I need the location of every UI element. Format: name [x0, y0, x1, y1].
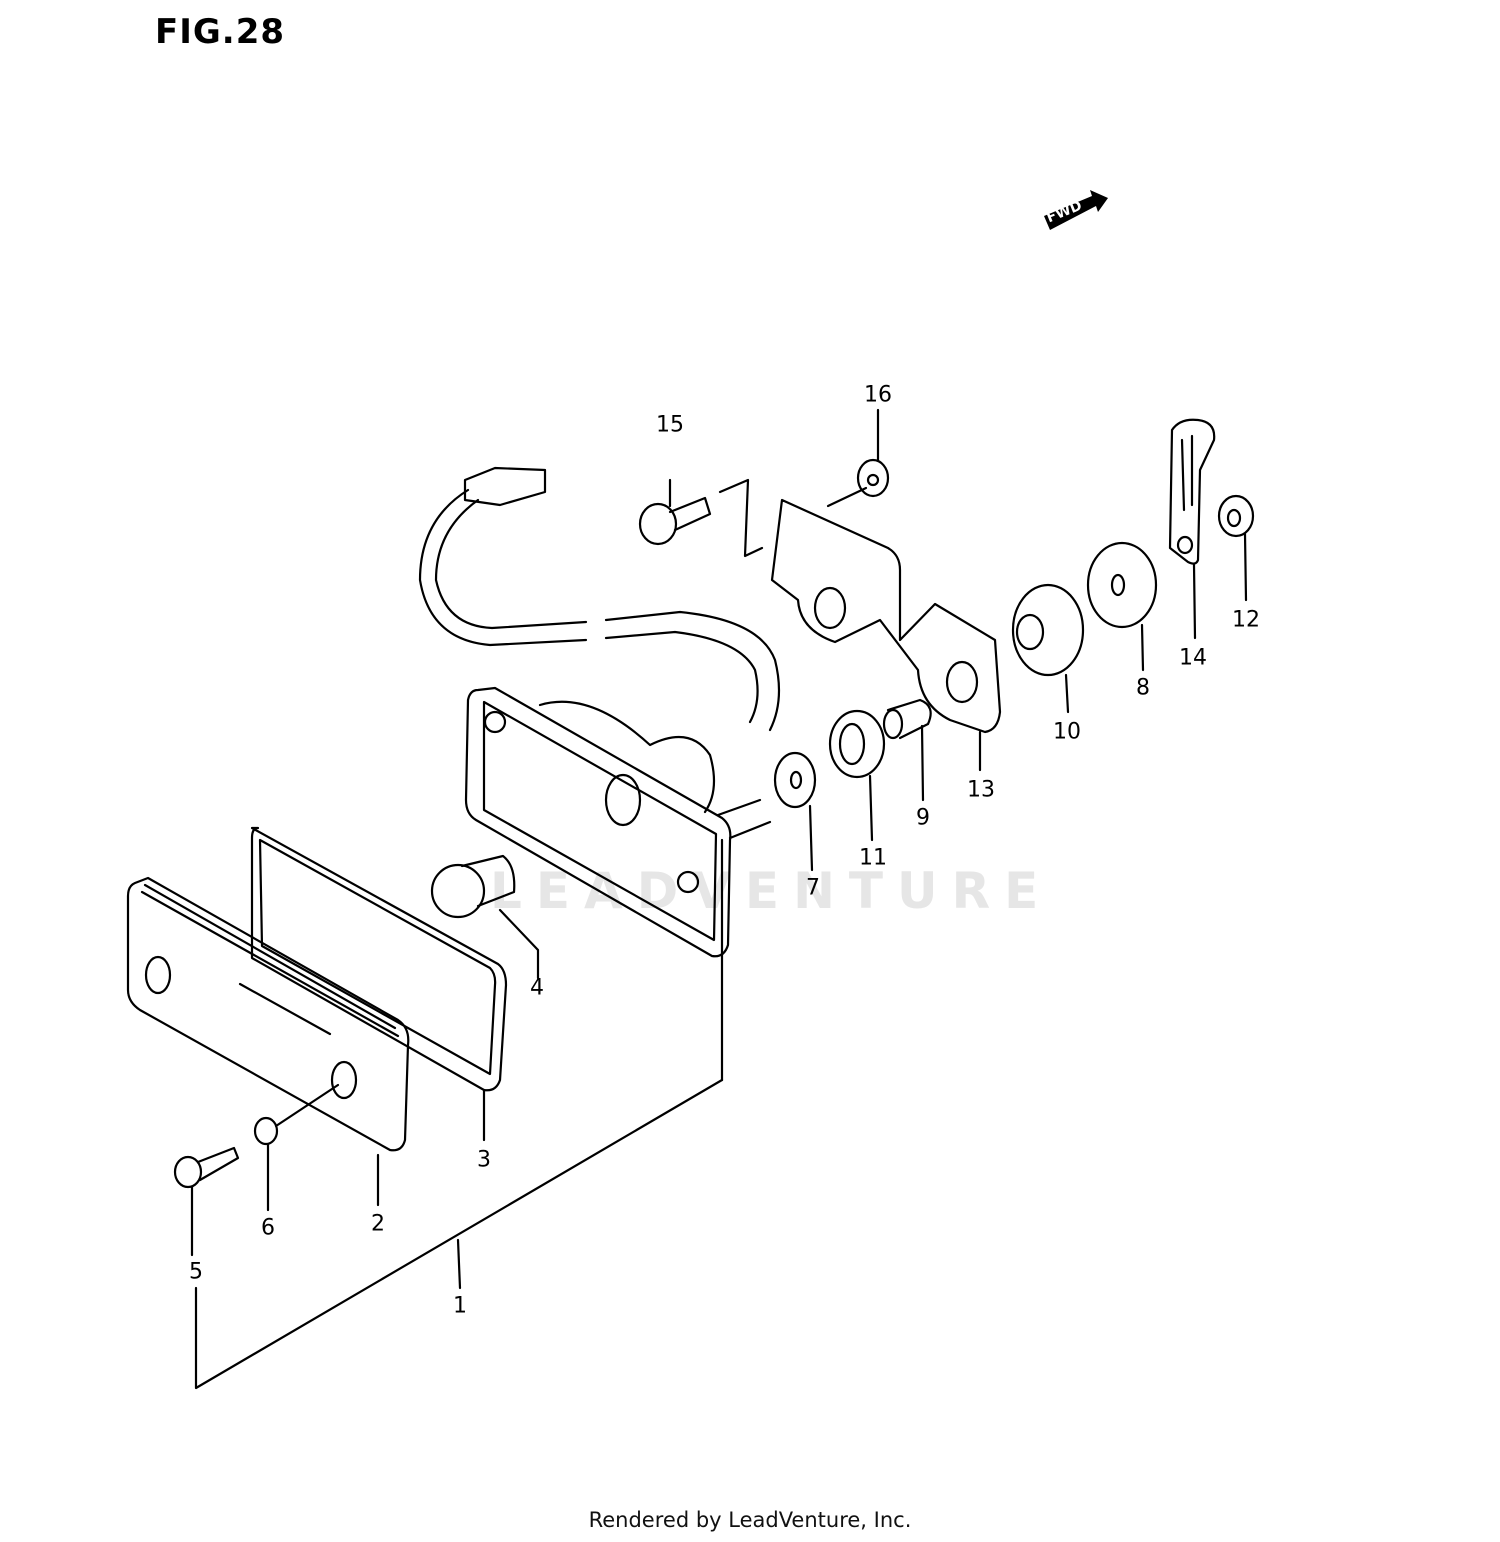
- callout-12: 12: [1232, 607, 1260, 633]
- callout-16: 16: [864, 382, 892, 408]
- grommet-part-11[interactable]: [828, 709, 886, 842]
- wire-harness[interactable]: [418, 466, 781, 732]
- callout-1: 1: [453, 1293, 467, 1319]
- strap-part-14[interactable]: [1168, 418, 1216, 640]
- callout-4: 4: [530, 975, 544, 1001]
- callout-8: 8: [1136, 675, 1150, 701]
- forward-arrow-icon: [1044, 190, 1108, 230]
- callout-2: 2: [371, 1211, 385, 1237]
- callout-7: 7: [806, 875, 820, 901]
- bracket-part-13[interactable]: [770, 498, 1002, 772]
- collar-part-9[interactable]: [882, 698, 932, 802]
- washer-part-6[interactable]: [253, 1083, 340, 1212]
- assembly-bracket-line: [194, 1078, 724, 1390]
- grommet-part-10[interactable]: [1011, 583, 1085, 714]
- watermark: LEADVENTURE: [490, 862, 1053, 920]
- nut-part-12[interactable]: [1217, 494, 1255, 602]
- bolt-part-15[interactable]: [638, 478, 764, 558]
- callout-9: 9: [916, 805, 930, 831]
- bulb-part-4[interactable]: [430, 854, 540, 980]
- nut-part-16[interactable]: [826, 408, 890, 508]
- screw-part-5[interactable]: [173, 1146, 240, 1257]
- callout-6: 6: [261, 1215, 275, 1241]
- washer-part-8[interactable]: [1086, 541, 1158, 672]
- callout-11: 11: [859, 845, 887, 871]
- leader-line-1: [456, 1238, 462, 1290]
- callout-13: 13: [967, 777, 995, 803]
- gasket-part-3[interactable]: [250, 826, 508, 1092]
- housing-assembly[interactable]: [464, 686, 772, 1082]
- callout-10: 10: [1053, 719, 1081, 745]
- callout-3: 3: [477, 1147, 491, 1173]
- washer-part-7[interactable]: [773, 751, 817, 872]
- callout-5: 5: [189, 1259, 203, 1285]
- figure-title: FIG.28: [155, 12, 286, 52]
- lens-part-2[interactable]: [126, 876, 410, 1152]
- callout-15: 15: [656, 412, 684, 438]
- footer-credit: Rendered by LeadVenture, Inc.: [588, 1508, 912, 1532]
- callout-14: 14: [1179, 645, 1207, 671]
